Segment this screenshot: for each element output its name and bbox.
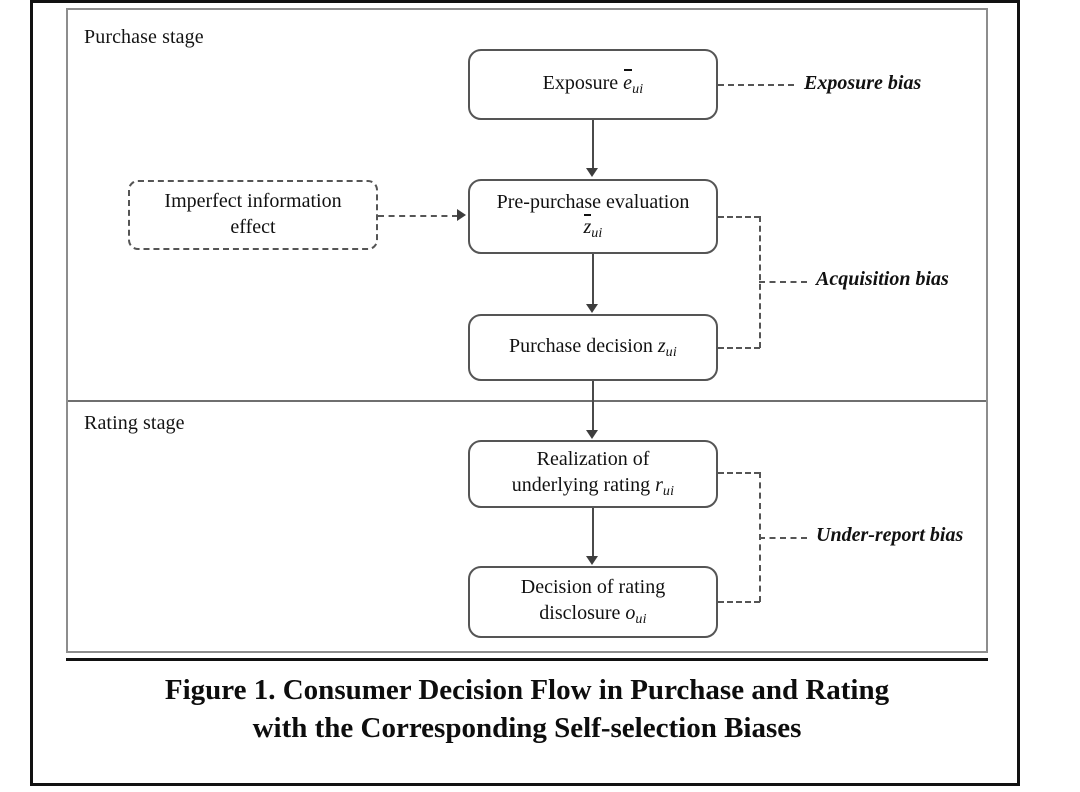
leader-underreport-top <box>718 472 760 474</box>
node-imperfect-information-effect-label: Imperfect information effect <box>164 190 342 238</box>
node-decision-rating-disclosure-label: Decision of rating disclosure oui <box>520 576 666 627</box>
leader-underreport-bottom <box>718 601 760 603</box>
stage-label-rating: Rating stage <box>84 412 185 434</box>
figure-caption-line2: with the Corresponding Self-selection Bi… <box>252 712 802 745</box>
leader-exposure-bias <box>718 84 794 86</box>
arrowhead-purchase-to-realization <box>586 430 598 439</box>
figure-caption: Figure 1. Consumer Decision Flow in Purc… <box>66 671 988 748</box>
node-purchase-decision-label: Purchase decision zui <box>509 334 677 360</box>
connector-imperfect-to-preeval <box>378 215 458 217</box>
connector-exposure-to-preeval <box>592 120 594 170</box>
node-decision-rating-disclosure[interactable]: Decision of rating disclosure oui <box>468 566 718 638</box>
diagram-panel: Purchase stage Rating stage Exposure eui… <box>66 8 988 653</box>
figure-caption-line1: Figure 1. Consumer Decision Flow in Purc… <box>164 674 890 706</box>
connector-purchase-to-realization <box>592 381 594 431</box>
node-pre-purchase-evaluation-label: Pre-purchase evaluation zui <box>496 190 690 242</box>
node-exposure[interactable]: Exposure eui <box>468 49 718 120</box>
connector-realization-to-disclosure <box>592 508 594 557</box>
leader-acquisition-top <box>718 216 760 218</box>
node-realization-underlying-rating[interactable]: Realization of underlying rating rui <box>468 440 718 508</box>
leader-acquisition-bottom <box>718 347 760 349</box>
bias-label-exposure: Exposure bias <box>804 72 922 94</box>
leader-acquisition-stem <box>759 281 807 283</box>
caption-divider <box>66 658 988 661</box>
node-imperfect-information-effect[interactable]: Imperfect information effect <box>128 180 378 250</box>
leader-underreport-stem <box>759 537 807 539</box>
stage-divider <box>68 400 986 402</box>
connector-preeval-to-purchase <box>592 254 594 305</box>
node-exposure-label: Exposure eui <box>542 69 644 97</box>
node-pre-purchase-evaluation[interactable]: Pre-purchase evaluation zui <box>468 179 718 254</box>
arrowhead-imperfect-to-preeval <box>457 209 466 221</box>
arrowhead-realization-to-disclosure <box>586 556 598 565</box>
bias-label-acquisition: Acquisition bias <box>816 268 949 290</box>
node-purchase-decision[interactable]: Purchase decision zui <box>468 314 718 381</box>
figure-frame: Purchase stage Rating stage Exposure eui… <box>30 0 1020 786</box>
bias-label-underreport: Under-report bias <box>816 524 964 546</box>
node-realization-underlying-rating-label: Realization of underlying rating rui <box>511 448 675 499</box>
arrowhead-preeval-to-purchase <box>586 304 598 313</box>
stage-label-purchase: Purchase stage <box>84 26 204 48</box>
arrowhead-exposure-to-preeval <box>586 168 598 177</box>
